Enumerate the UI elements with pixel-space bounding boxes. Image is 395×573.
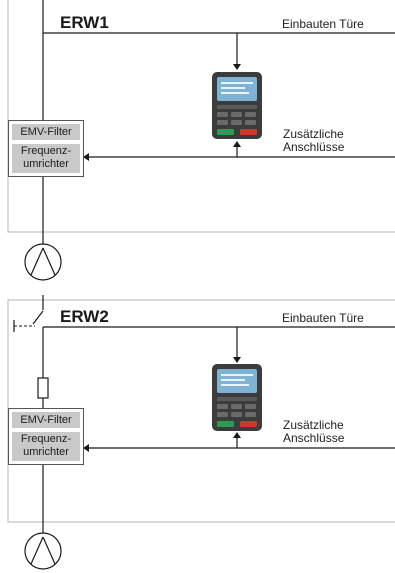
keypad-icon [212, 72, 262, 139]
extra-connections-label: Zusätzliche Anschlüsse [283, 418, 345, 445]
extra-connections-label: Zusätzliche Anschlüsse [283, 127, 345, 154]
arrow-head [83, 153, 89, 161]
panel-title: ERW2 [60, 307, 109, 326]
frequency-converter-label: Frequenz-umrichter [12, 144, 80, 173]
enclosure-border [7, 0, 395, 233]
switch-icon [13, 295, 44, 378]
motor-icon [24, 243, 62, 281]
panel-erw1 [7, 0, 395, 281]
frequency-converter-label: Frequenz-umrichter [12, 432, 80, 461]
motor-icon [24, 532, 62, 570]
panel-erw2 [7, 295, 395, 570]
keypad-icon [212, 364, 262, 431]
converter-box: EMV-Filter Frequenz-umrichter [8, 408, 84, 465]
arrow-head [233, 357, 241, 363]
panel-title: ERW1 [60, 13, 109, 32]
emv-filter-label: EMV-Filter [12, 124, 80, 140]
arrow-head [233, 432, 241, 438]
arrow-head [233, 64, 241, 70]
arrow-head [83, 444, 89, 452]
fuse-icon [37, 377, 49, 399]
door-label: Einbauten Türe [282, 311, 364, 325]
arrow-head [233, 141, 241, 147]
door-label: Einbauten Türe [282, 17, 364, 31]
converter-box: EMV-Filter Frequenz-umrichter [8, 120, 84, 177]
emv-filter-label: EMV-Filter [12, 412, 80, 428]
